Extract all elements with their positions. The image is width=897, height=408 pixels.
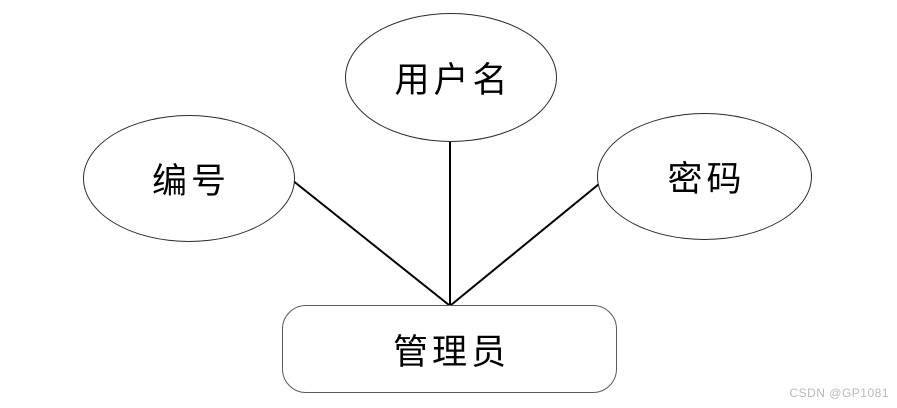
attribute-label-id: 编号 bbox=[151, 162, 230, 202]
entity-box-admin: 管理员 bbox=[282, 305, 617, 393]
attribute-label-password: 密码 bbox=[667, 160, 746, 200]
attribute-label-username: 用户名 bbox=[394, 61, 512, 101]
attribute-ellipse-password: 密码 bbox=[597, 113, 812, 240]
connector-id-to-entity bbox=[291, 179, 450, 306]
connector-password-to-entity bbox=[450, 183, 600, 306]
attribute-ellipse-username: 用户名 bbox=[345, 13, 557, 142]
watermark-text: CSDN @GP1081 bbox=[789, 386, 889, 400]
entity-label-admin: 管理员 bbox=[392, 332, 510, 373]
attribute-ellipse-id: 编号 bbox=[83, 115, 295, 242]
